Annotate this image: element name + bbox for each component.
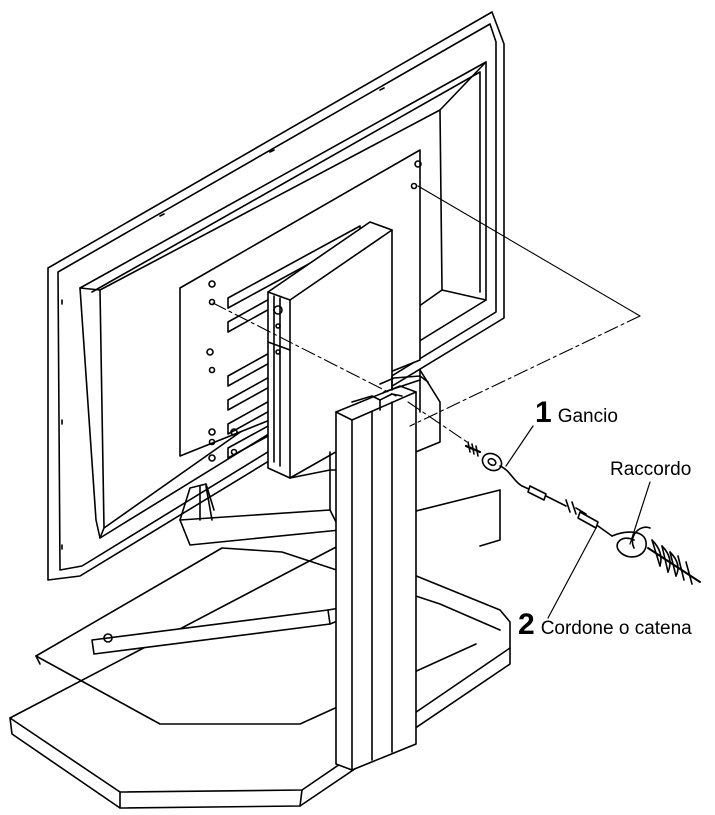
hook-part (464, 441, 523, 487)
cord-callout-label: Cordone o catena (540, 618, 692, 639)
hook-callout-number: 1 (535, 396, 552, 429)
leader-lines (505, 425, 651, 619)
base-plate (9, 544, 511, 809)
stand-column (335, 375, 429, 771)
cord-callout: 2 Cordone o catena (518, 610, 692, 640)
cord-callout-number: 2 (518, 608, 535, 641)
fitting-label: Raccordo (610, 459, 692, 480)
stand-foot-bar (91, 369, 501, 655)
screw-axis-lines (212, 185, 641, 445)
hook-callout-label: Gancio (557, 406, 618, 427)
hook-callout: 1 Gancio (535, 398, 618, 428)
cord-chain (521, 485, 613, 537)
fitting-part (611, 526, 701, 585)
